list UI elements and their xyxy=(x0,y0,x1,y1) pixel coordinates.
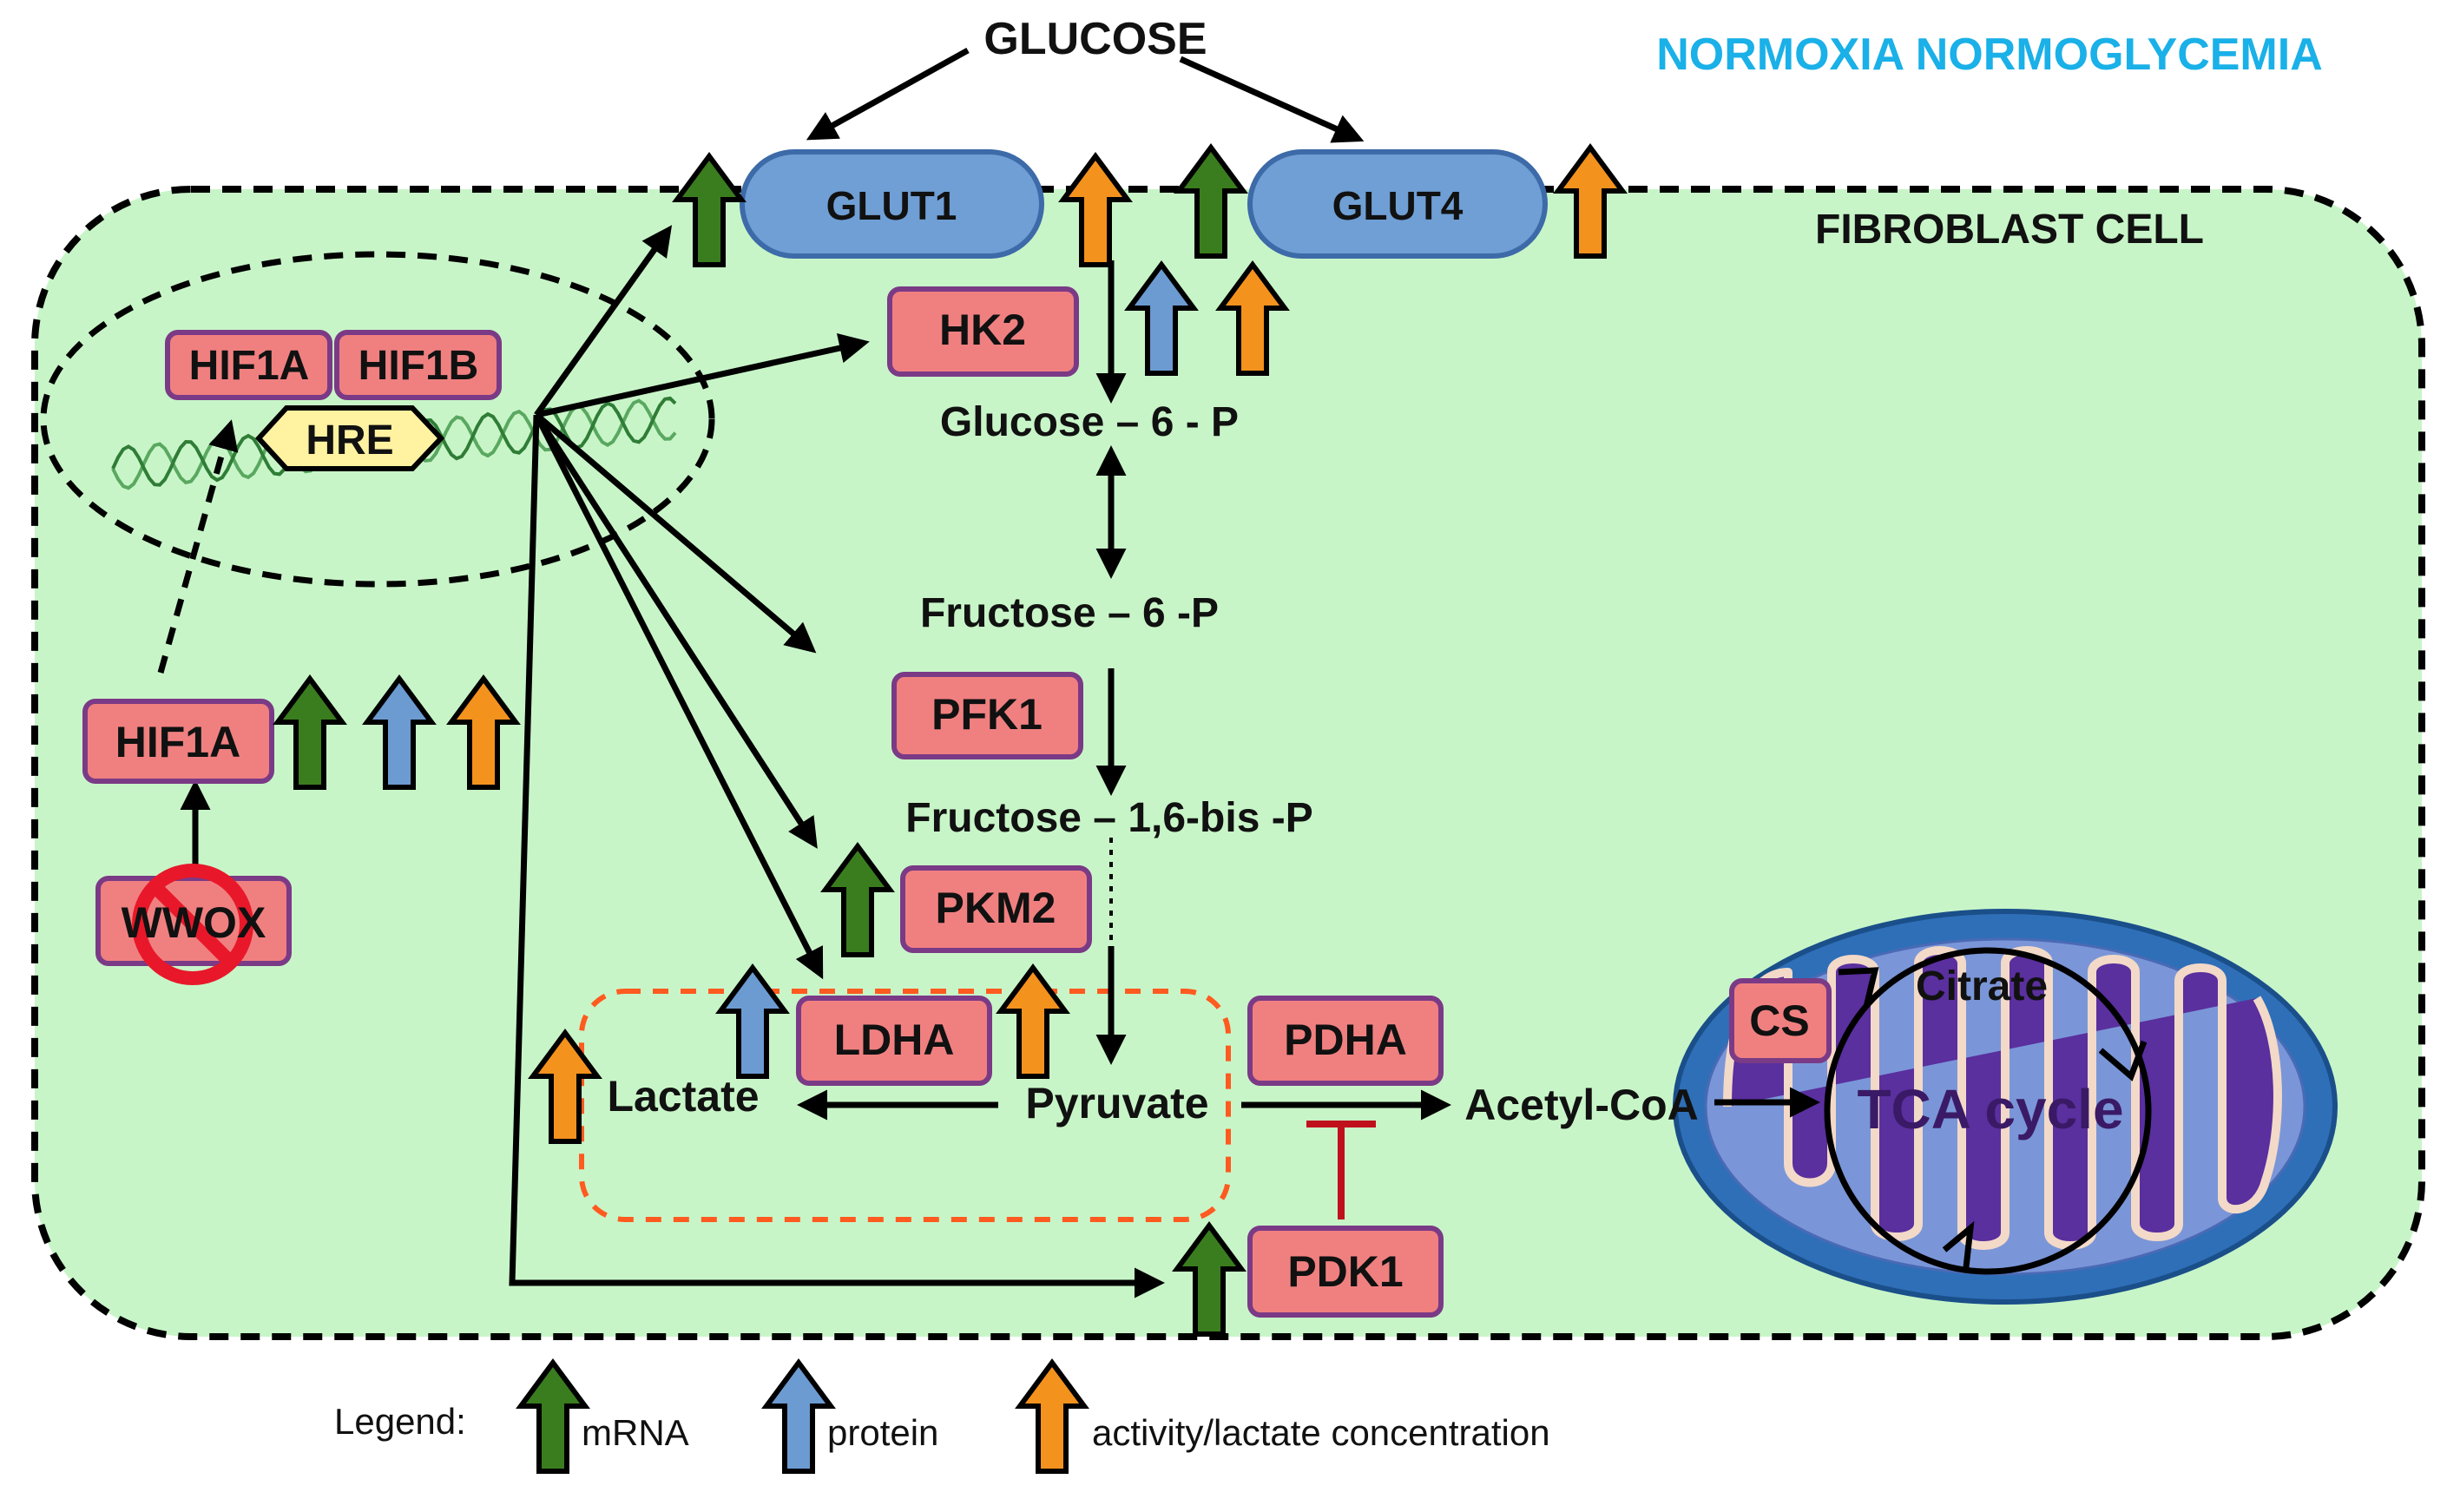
mrna-up-arrow-glut4 xyxy=(1174,142,1248,259)
arrow-glucose-glut4 xyxy=(1179,56,1365,143)
mrna-up-arrow-pkm2 xyxy=(820,841,895,957)
nucleus xyxy=(40,251,715,588)
protein-up-arrow-ldha xyxy=(715,963,790,1079)
activity-up-arrow-glut1 xyxy=(1058,151,1133,267)
arrow-hre-pfk1 xyxy=(534,412,817,654)
arrow-glucose-glut1 xyxy=(806,47,970,141)
hre-label: HRE xyxy=(306,417,393,463)
pdha-label: PDHA xyxy=(1284,1016,1407,1064)
lactate-label: Lactate xyxy=(607,1072,759,1121)
pdha-box xyxy=(1247,996,1444,1086)
tca-arrowhead xyxy=(1942,1220,1975,1268)
ldha-box xyxy=(796,996,992,1086)
pyruvate-label: Pyruvate xyxy=(1025,1079,1208,1127)
pdk1-label: PDK1 xyxy=(1287,1247,1403,1296)
glut4-transporter xyxy=(1247,149,1548,259)
legend-protein-label: protein xyxy=(827,1412,938,1453)
protein-up-arrow-hif1a xyxy=(362,674,437,790)
hk2-box xyxy=(887,286,1079,377)
hif1b-box xyxy=(334,330,502,400)
glut4-label: GLUT4 xyxy=(1332,183,1464,228)
g6p-label: Glucose – 6 - P xyxy=(940,399,1239,445)
arrow-hre-glut1 xyxy=(534,225,673,417)
pfk1-box xyxy=(891,672,1083,759)
arrow-hre-pdk1 xyxy=(509,414,1165,1298)
tca-arrowhead xyxy=(1838,967,1879,1008)
diagram-title: NORMOXIA NORMOGLYCEMIA xyxy=(1656,30,2323,80)
tca-cycle-label: TCA cycle xyxy=(1857,1078,2123,1141)
ldha-label: LDHA xyxy=(834,1016,955,1064)
pkm2-box xyxy=(900,865,1092,953)
glucose-label: GLUCOSE xyxy=(983,14,1207,64)
legend-title: Legend: xyxy=(334,1401,466,1442)
cell-label: FIBROBLAST CELL xyxy=(1815,207,2204,253)
cs-box xyxy=(1729,978,1832,1063)
glut1-label: GLUT1 xyxy=(826,183,957,228)
pdk1-inhibits-pdha xyxy=(1306,1121,1376,1219)
arrow-hre-hk2 xyxy=(536,332,870,418)
activity-up-arrow-glut4 xyxy=(1553,142,1628,259)
pfk1-label: PFK1 xyxy=(931,690,1043,739)
hif1a-box xyxy=(82,699,274,784)
activity-up-arrow-hif1a xyxy=(446,674,521,790)
legend-protein-arrow xyxy=(761,1358,836,1474)
mrna-up-arrow-hif1a xyxy=(273,674,347,790)
hif1b-label: HIF1B xyxy=(358,343,479,389)
f16bp-label: Fructose – 1,6-bis -P xyxy=(905,795,1312,841)
tca-arrowhead xyxy=(2098,1040,2148,1081)
mrna-up-arrow-glut1 xyxy=(672,151,747,267)
activity-up-arrow-hk2 xyxy=(1215,260,1290,376)
arrow-hre-ldha xyxy=(533,413,824,980)
pdk1-box xyxy=(1247,1226,1444,1318)
hif1a-nuclear-label: HIF1A xyxy=(189,343,310,389)
arrow-hif1a-nucleus xyxy=(157,419,239,674)
mrna-up-arrow-pdk1 xyxy=(1172,1220,1247,1337)
citrate-label: Citrate xyxy=(1916,963,2048,1009)
activity-up-arrow-lactate xyxy=(528,1028,602,1144)
tca-cycle-circle xyxy=(1824,947,2152,1275)
hk2-label: HK2 xyxy=(939,306,1026,354)
pkm2-label: PKM2 xyxy=(936,884,1056,932)
legend-activity-label: activity/lactate concentration xyxy=(1092,1412,1550,1453)
hif1a-nuclear-box xyxy=(165,330,332,400)
acetyl-coa-label: Acetyl-CoA xyxy=(1464,1081,1698,1129)
wwox-label: WWOX xyxy=(122,898,266,947)
protein-up-arrow-hk2 xyxy=(1124,260,1199,376)
no-symbol-icon xyxy=(132,864,253,985)
glut1-transporter xyxy=(740,149,1044,259)
activity-up-arrow-ldha xyxy=(996,963,1070,1079)
cs-label: CS xyxy=(1749,996,1809,1045)
legend-mrna-arrow xyxy=(516,1358,590,1474)
hre-hexagon xyxy=(254,405,445,471)
f6p-label: Fructose – 6 -P xyxy=(920,590,1219,636)
hif1a-label: HIF1A xyxy=(115,718,240,766)
legend-mrna-label: mRNA xyxy=(582,1412,689,1453)
arrow-hre-pkm2 xyxy=(534,413,818,849)
legend-activity-arrow xyxy=(1015,1358,1089,1474)
